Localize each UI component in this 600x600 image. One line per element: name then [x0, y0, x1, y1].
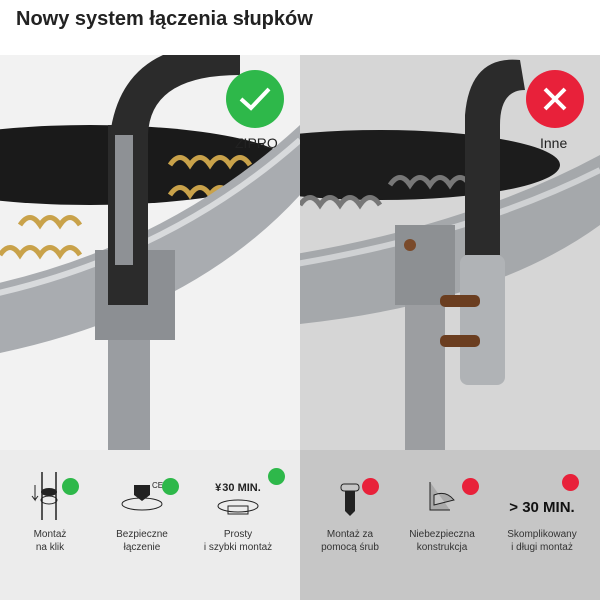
feature-unsafe-construction: Niebezpieczna konstrukcja [392, 470, 492, 554]
minus-icon [462, 478, 479, 495]
30-min-icon: ¥30 MIN. [188, 470, 288, 520]
click-mount-icon [31, 472, 58, 520]
minus-icon [562, 474, 579, 491]
check-badge-icon [226, 70, 284, 128]
page-title: Nowy system łączenia słupków [16, 8, 313, 30]
cross-badge-icon [526, 70, 584, 128]
over-30-min-icon: > 30 MIN. [492, 470, 592, 520]
check-icon [62, 478, 79, 495]
feature-quick-assembly: ¥30 MIN. Prosty i szybki montaż [188, 470, 288, 554]
feature-long-assembly: > 30 MIN. Skomplikowany i długi montaż [492, 470, 592, 554]
unsafe-frame-icon [429, 482, 455, 511]
svg-text:CE: CE [152, 481, 163, 490]
wrench-icon: ¥ [215, 482, 222, 494]
feature-safe-connection: CE Bezpieczne łączenie [92, 470, 192, 554]
zipro-features-panel: Montaż na klik CE Bezpieczne łączenie ¥3… [0, 450, 300, 600]
check-icon [268, 468, 285, 485]
screw-icon [340, 483, 360, 516]
competitor-features-panel: Montaż za pomocą śrub Niebezpieczna kons… [300, 450, 600, 600]
feature-screw-mount: Montaż za pomocą śrub [300, 470, 400, 554]
over-30-min-icon-text: > 30 MIN. [509, 499, 575, 516]
check-icon [162, 478, 179, 495]
30-min-icon-text: 30 MIN. [222, 482, 261, 494]
feature-click-mount: Montaż na klik [0, 470, 100, 554]
ce-shield-icon: CE [121, 481, 163, 511]
zipro-brand-label: ZIPRO [235, 135, 278, 151]
minus-icon [362, 478, 379, 495]
competitor-brand-label: Inne [540, 135, 568, 151]
